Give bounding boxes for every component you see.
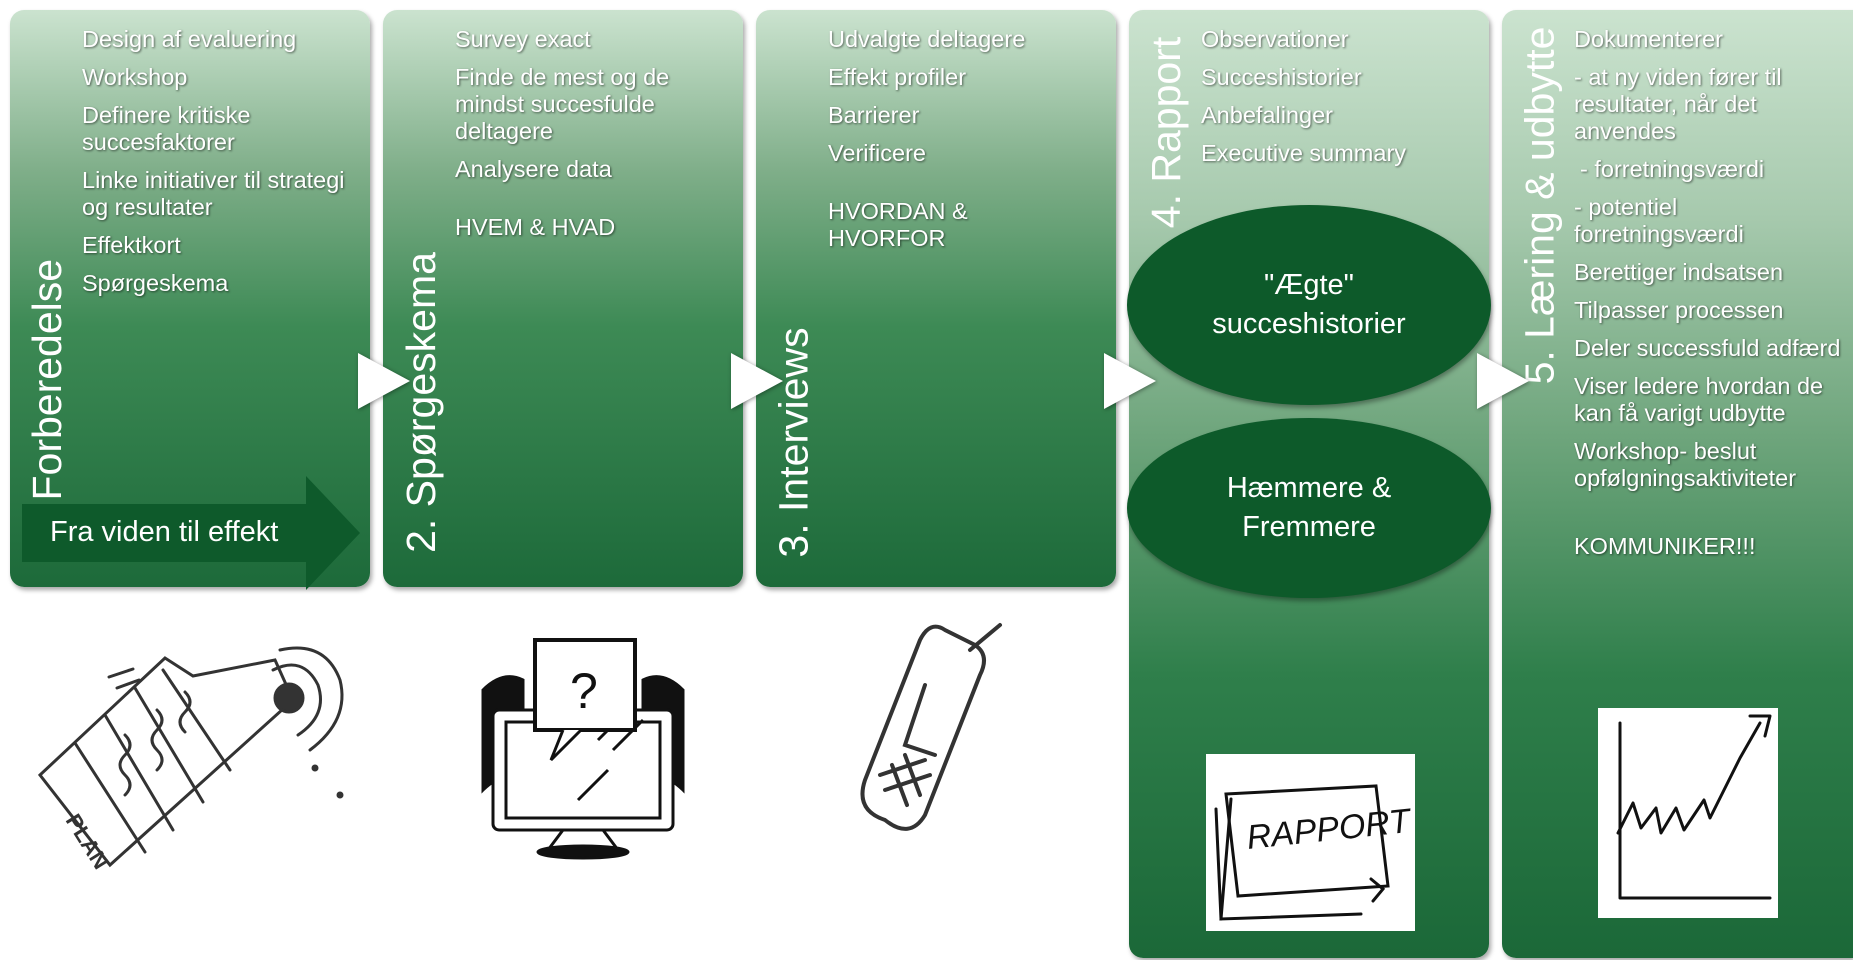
connector-arrow-4: [1477, 353, 1529, 409]
list-item: Viser ledere hvordan de kan få varigt ud…: [1574, 373, 1824, 426]
list-item: - potentiel forretningsværdi: [1574, 194, 1744, 247]
list-item: Succeshistorier: [1201, 64, 1362, 90]
list-item: Deler successfuld adfærd: [1574, 335, 1841, 361]
list-item: Workshop- beslut opfølgningsaktiviteter: [1574, 438, 1797, 491]
panel-title-text: 4. Rapport: [1143, 36, 1190, 229]
list-item: Udvalgte deltagere: [828, 26, 1026, 52]
panel-title-interviews: 3. Interviews: [758, 297, 830, 587]
list-item: Executive summary: [1201, 140, 1407, 166]
panel-interviews: 3. Interviews Udvalgte deltagere Effekt …: [756, 10, 1116, 587]
panel-spoergeskema: 2. Spørgeskema Survey exact Finde de mes…: [383, 10, 743, 587]
list-item: Effektkort: [82, 232, 181, 258]
list-item: Definere kritiske succesfaktorer: [82, 102, 251, 155]
plan-text: PLAN: [61, 809, 114, 870]
list-item: - forretningsværdi: [1580, 156, 1765, 182]
panel-forberedelse: 1. Forberedelse Design af evaluering Wor…: [10, 10, 370, 587]
panel-title-text: 1. Forberedelse: [24, 258, 71, 546]
panel-items: Survey exact Finde de mest og de mindst …: [455, 26, 725, 252]
growth-chart-illustration: [1598, 708, 1778, 918]
plan-illustration: PLAN: [25, 630, 355, 873]
list-item: Design af evaluering: [82, 26, 297, 52]
ellipse-label: "Ægte" succeshistorier: [1212, 269, 1406, 340]
panel-title-text: 5. Læring & udbytte: [1516, 26, 1563, 384]
list-item: Finde de mest og de mindst succesfulde d…: [455, 64, 670, 144]
connector-arrow-3: [1104, 353, 1156, 409]
list-item: Tilpasser processen: [1574, 297, 1784, 323]
connector-arrow-1: [358, 353, 410, 409]
rapport-illustration: RAPPORT: [1206, 754, 1415, 931]
list-item: - at ny viden fører til resultater, når …: [1574, 64, 1782, 144]
panel-items: Dokumenterer - at ny viden fører til res…: [1574, 26, 1849, 571]
list-item: Effekt profiler: [828, 64, 967, 90]
phone-illustration: [820, 610, 1040, 850]
panel-items: Observationer Succeshistorier Anbefaling…: [1201, 26, 1481, 178]
panel-title-rapport: 4. Rapport: [1131, 10, 1203, 255]
list-item: Survey exact: [455, 26, 591, 52]
question-monitor-illustration: ?: [478, 630, 688, 860]
panel-note: HVEM & HVAD: [455, 214, 616, 240]
panel-items: Design af evaluering Workshop Definere k…: [82, 26, 362, 308]
panel-title-laering-udbytte: 5. Læring & udbytte: [1504, 10, 1576, 400]
list-item: Anbefalinger: [1201, 102, 1333, 128]
panel-note: KOMMUNIKER!!!: [1574, 533, 1756, 559]
connector-arrow-2: [731, 353, 783, 409]
list-item: Workshop: [82, 64, 188, 90]
list-item: Spørgeskema: [82, 270, 229, 296]
panel-items: Udvalgte deltagere Effekt profiler Barri…: [828, 26, 1028, 263]
rapport-text: RAPPORT: [1245, 802, 1414, 857]
list-item: Berettiger indsatsen: [1574, 259, 1784, 285]
panel-note: HVORDAN & HVORFOR: [828, 198, 968, 251]
list-item: Analysere data: [455, 156, 612, 182]
list-item: Barrierer: [828, 102, 920, 128]
ellipse-label: Hæmmere & Fremmere: [1226, 472, 1392, 543]
list-item: Observationer: [1201, 26, 1349, 52]
question-mark: ?: [570, 663, 598, 719]
list-item: Dokumenterer: [1574, 26, 1723, 52]
list-item: Linke initiativer til strategi og result…: [82, 167, 345, 220]
list-item: Verificere: [828, 140, 926, 166]
banner-label: Fra viden til effekt: [50, 516, 279, 548]
ellipse-haemmere-fremmere: Hæmmere & Fremmere: [1127, 418, 1491, 598]
ellipse-aegte-succeshistorier: "Ægte" succeshistorier: [1127, 205, 1491, 405]
